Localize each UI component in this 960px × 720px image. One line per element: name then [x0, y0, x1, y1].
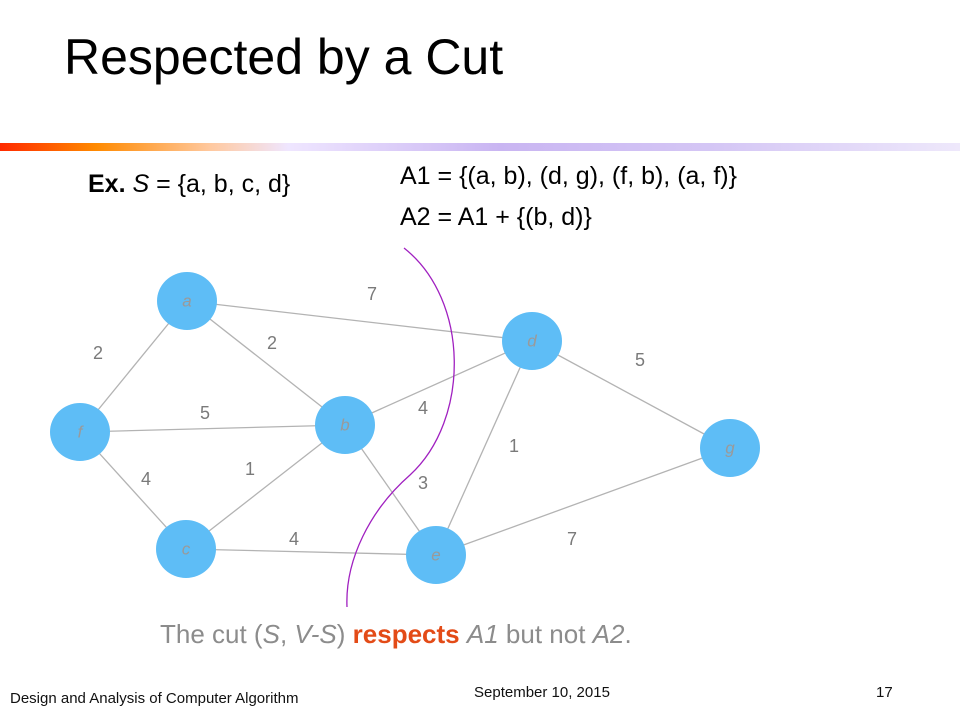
node-label-b: b — [340, 416, 349, 435]
caption-text: but not — [498, 619, 593, 649]
edge-weight-b-d: 4 — [418, 398, 428, 418]
node-label-f: f — [78, 423, 85, 442]
graph-edges — [79, 300, 731, 556]
node-f — [50, 403, 110, 461]
title-gradient-bar — [0, 143, 960, 151]
set-a1-members: = {(a, b), (d, g), (f, b), (a, f)} — [430, 162, 737, 190]
node-c — [156, 520, 216, 578]
edge-weight-f-c: 4 — [141, 469, 151, 489]
node-label-d: d — [527, 332, 537, 351]
edge-d-e — [435, 340, 533, 556]
caption-S: S — [262, 619, 280, 649]
node-b — [315, 396, 375, 454]
edge-b-d — [344, 340, 533, 426]
set-a1-line: A1 = {(a, b), (d, g), (f, b), (a, f)} — [400, 162, 737, 191]
edge-c-b — [185, 424, 346, 550]
edge-weight-f-b: 5 — [200, 403, 210, 423]
edge-weight-d-e: 1 — [509, 436, 519, 456]
set-a2-members: = A1 + {(b, d)} — [430, 203, 592, 231]
set-a2-line: A2 = A1 + {(b, d)} — [400, 203, 592, 232]
caption-text: . — [624, 619, 632, 649]
edge-c-e — [185, 548, 437, 556]
caption-text — [460, 619, 467, 649]
edge-weight-a-b: 2 — [267, 333, 277, 353]
example-set-name: S — [132, 170, 150, 198]
caption-text: The cut ( — [160, 619, 263, 649]
footer-course: Design and Analysis of Computer Algorith… — [10, 690, 299, 707]
edge-weight-e-g: 7 — [567, 529, 577, 549]
edge-a-b — [186, 300, 346, 426]
edge-f-b — [79, 424, 346, 433]
edge-weight-a-d: 7 — [367, 284, 377, 304]
edge-weight-b-e: 3 — [418, 473, 428, 493]
caption-A1: A1 — [466, 619, 499, 649]
node-e — [406, 526, 466, 584]
edge-weight-c-e: 4 — [289, 529, 299, 549]
set-a2-name: A2 — [400, 203, 431, 231]
footer-date: September 10, 2015 — [474, 684, 610, 701]
caption-A2: A2 — [592, 619, 625, 649]
node-g — [700, 419, 760, 477]
set-a1-name: A1 — [400, 162, 431, 190]
edge-weight-d-g: 5 — [635, 350, 645, 370]
edge-weight-a-f: 2 — [93, 343, 103, 363]
cut-curve — [346, 247, 455, 608]
example-line: Ex. S = {a, b, c, d} — [88, 170, 290, 199]
node-label-c: c — [182, 540, 191, 559]
caption-respects: respects — [352, 619, 460, 649]
caption-text: , — [279, 619, 295, 649]
example-label: Ex. — [88, 170, 126, 198]
node-a — [157, 272, 217, 330]
edge-weights: 7 2 2 5 4 5 4 1 3 1 4 7 — [93, 284, 645, 549]
footer-page-number: 17 — [876, 684, 893, 701]
node-label-a: a — [182, 292, 191, 311]
node-label-e: e — [431, 546, 440, 565]
edge-d-g — [531, 340, 731, 449]
node-d — [502, 312, 562, 370]
caption-text: ) — [336, 619, 353, 649]
node-label-g: g — [725, 439, 735, 458]
edge-e-g — [435, 447, 731, 556]
example-set-members: = {a, b, c, d} — [149, 170, 291, 198]
caption-VS: V-S — [294, 619, 337, 649]
edge-a-d — [186, 300, 533, 342]
slide-title: Respected by a Cut — [64, 29, 504, 85]
graph-nodes: a b c d e f g — [50, 272, 760, 584]
edge-weight-c-b: 1 — [245, 459, 255, 479]
caption: The cut (S, V-S) respects A1 but not A2. — [160, 619, 632, 650]
